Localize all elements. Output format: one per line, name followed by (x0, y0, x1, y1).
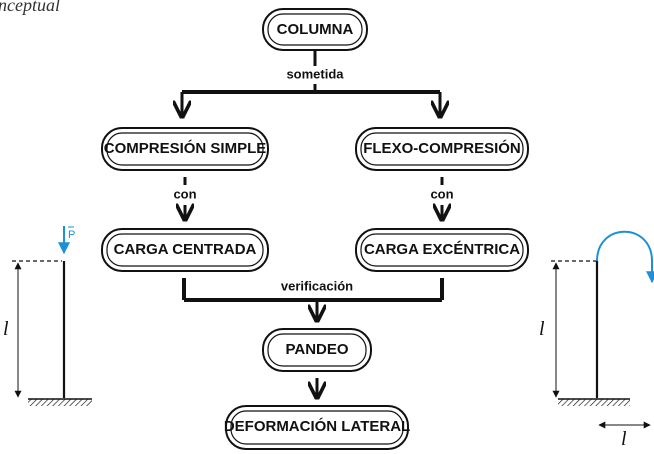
edge-label-con-right: con (430, 186, 453, 201)
node-deformacion-lateral: DEFORMACIÓN LATERAL (224, 405, 410, 450)
page-heading: nceptual (0, 0, 60, 15)
connector-columna-split (182, 50, 440, 116)
eccentric-load-path-icon (596, 230, 654, 284)
node-carga-centrada: CARGA CENTRADA (101, 228, 269, 272)
node-carga-excentrica: CARGA EXCÉNTRICA (355, 228, 529, 272)
node-pandeo: PANDEO (262, 328, 372, 372)
length-symbol: l (3, 318, 9, 340)
node-flexo-compresion: FLEXO-COMPRESIÓN (355, 127, 529, 171)
ground-hatching (28, 399, 92, 406)
node-deformacion-lateral-label: DEFORMACIÓN LATERAL (224, 417, 410, 435)
node-carga-centrada-label: CARGA CENTRADA (114, 241, 257, 258)
eccentric-load-column-figure: l l (539, 230, 654, 450)
node-pandeo-label: PANDEO (285, 341, 348, 358)
centered-load-column-figure: l P (3, 226, 92, 406)
length-symbol-right: l (539, 318, 545, 340)
force-symbol: P (68, 229, 75, 241)
node-carga-excentrica-label: CARGA EXCÉNTRICA (364, 241, 520, 258)
node-compresion-simple: COMPRESIÓN SIMPLE (101, 127, 269, 171)
node-columna-label: COLUMNA (277, 21, 354, 38)
node-columna: COLUMNA (262, 8, 368, 51)
node-compresion-simple-label: COMPRESIÓN SIMPLE (104, 139, 267, 157)
offset-symbol: l (621, 428, 627, 450)
edge-label-con-left: con (173, 186, 196, 201)
ground-hatching-right (558, 399, 630, 406)
connector-merge-verificacion (182, 278, 444, 320)
edge-label-sometida: sometida (286, 66, 344, 81)
node-flexo-compresion-label: FLEXO-COMPRESIÓN (363, 139, 521, 157)
edge-label-verificacion: verificación (281, 278, 353, 293)
